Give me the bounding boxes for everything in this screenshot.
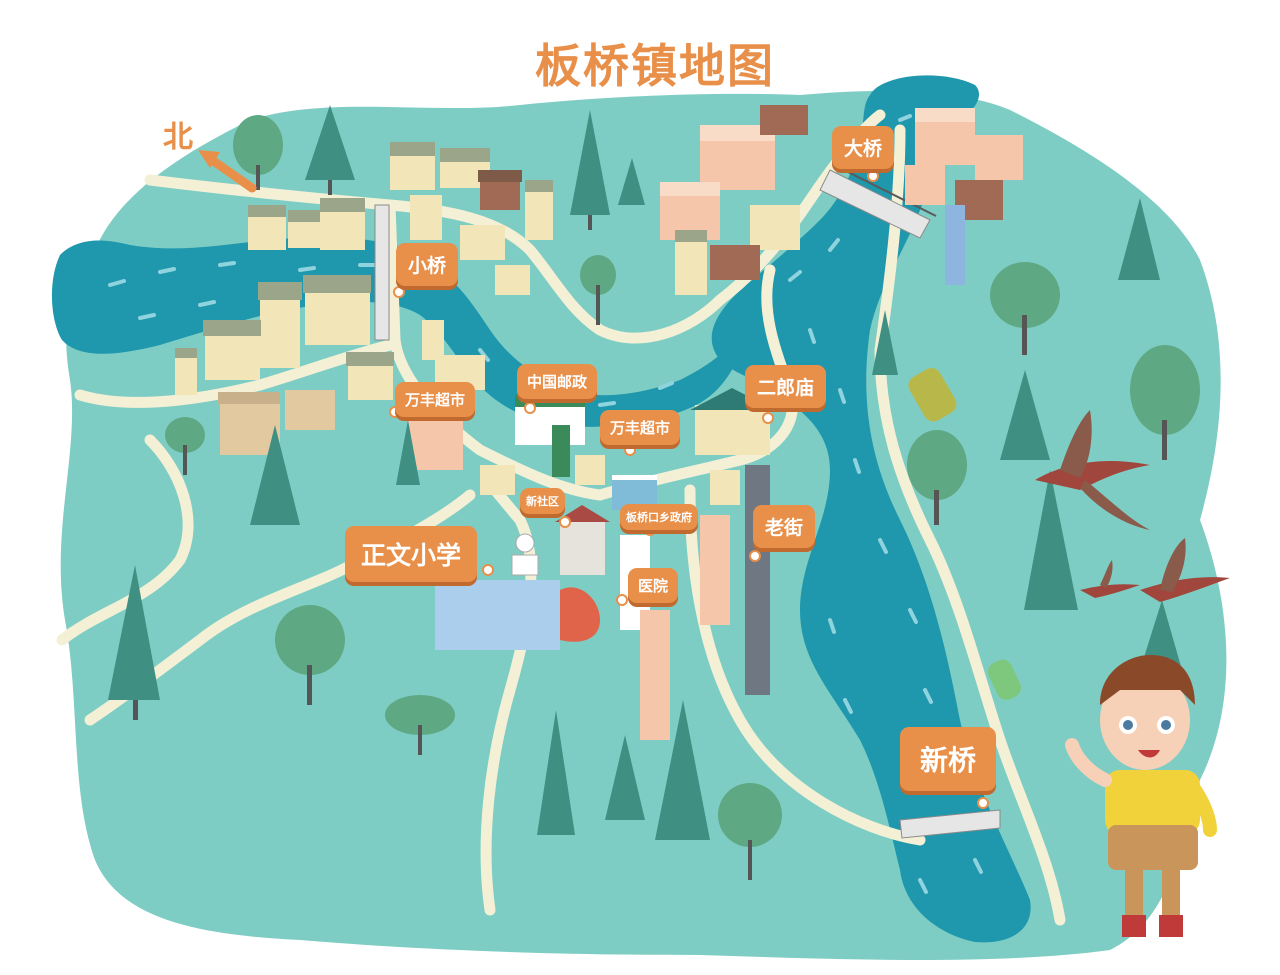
bird-icon [1035, 410, 1230, 602]
river-ne [711, 75, 1031, 943]
label-banqiaokou-xiang-zhengfu[interactable]: 板桥口乡政府 [620, 504, 698, 530]
label-wanfeng-chaoshi-1[interactable]: 万丰超市 [395, 382, 476, 417]
boy-character [1065, 655, 1217, 937]
river-west [51, 237, 745, 427]
roads [56, 109, 1066, 926]
location-pins [389, 170, 989, 809]
label-zhongguo-youzheng[interactable]: 中国邮政 [517, 364, 598, 399]
label-xiaoqiao[interactable]: 小桥 [396, 243, 459, 286]
label-wanfeng-chaoshi-2[interactable]: 万丰超市 [600, 410, 681, 445]
map-title: 板桥镇地图 [535, 39, 775, 93]
label-yiyuan[interactable]: 医院 [628, 568, 679, 603]
north-arrow-icon [198, 150, 257, 193]
label-erlang-miao[interactable]: 二郎庙 [745, 365, 827, 408]
label-xin-shequ[interactable]: 新社区 [520, 488, 565, 514]
tree-icon [108, 105, 1200, 880]
car-icon [908, 368, 1021, 700]
north-label: 北 [163, 120, 193, 155]
label-daqiao[interactable]: 大桥 [832, 126, 895, 169]
bridge-icon [374, 167, 1001, 839]
label-laojie[interactable]: 老街 [753, 505, 816, 548]
label-zhengwen-xiaoxue[interactable]: 正文小学 [345, 526, 478, 582]
statue-icon [511, 533, 539, 576]
label-xinqiao[interactable]: 新桥 [900, 727, 997, 791]
